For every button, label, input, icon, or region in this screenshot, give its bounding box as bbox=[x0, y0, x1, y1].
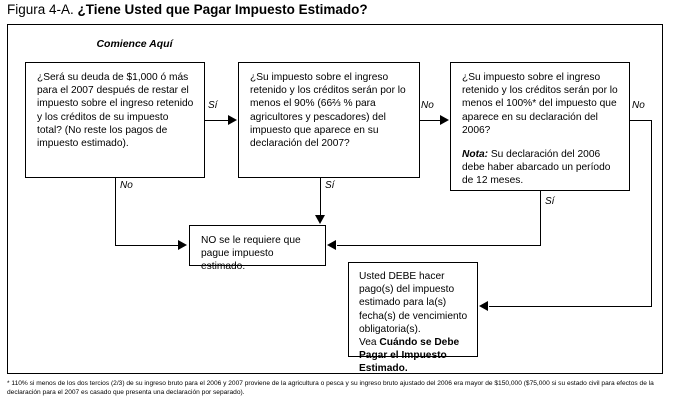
edge-label-box1-no: No bbox=[120, 180, 133, 191]
arrowhead-box3-no bbox=[479, 301, 488, 311]
outcome-box-must-pay: Usted DEBE hacer pago(s) del impuesto es… bbox=[348, 262, 478, 374]
connector-box1-no-horizontal bbox=[115, 245, 179, 246]
connector-box2-yes-vertical bbox=[320, 178, 321, 216]
connector-box3-yes-horizontal bbox=[337, 245, 541, 246]
connector-box3-no-horizontal-bottom bbox=[489, 306, 652, 307]
see-prefix: Vea bbox=[359, 337, 380, 349]
decision-box-1-text: ¿Será su deuda de $1,000 ó más para el 2… bbox=[37, 72, 194, 150]
figure-title: Figura 4-A. ¿Tiene Usted que Pagar Impue… bbox=[7, 2, 647, 18]
figure-number: Figura 4-A. bbox=[7, 2, 74, 17]
outcome-must-pay-text: Usted DEBE hacer pago(s) del impuesto es… bbox=[359, 271, 468, 335]
edge-label-box3-no: No bbox=[632, 100, 645, 111]
arrowhead-box3-yes bbox=[327, 240, 336, 250]
connector-box1-to-box2 bbox=[205, 120, 229, 121]
edge-label-box1-yes: Sí bbox=[208, 100, 218, 111]
note-text: Su declaración del 2006 debe haber abarc… bbox=[462, 149, 611, 187]
outcome-must-pay-reference: Vea Cuándo se Debe Pagar el Impuesto Est… bbox=[359, 336, 471, 376]
connector-box3-yes-vertical bbox=[540, 191, 541, 245]
note-label: Nota: bbox=[462, 149, 489, 161]
edge-label-box2-no: No bbox=[421, 100, 434, 111]
figure-question: ¿Tiene Usted que Pagar Impuesto Estimado… bbox=[77, 2, 368, 17]
arrowhead-box2-yes bbox=[315, 215, 325, 224]
decision-box-2-text: ¿Su impuesto sobre el ingreso retenido y… bbox=[250, 72, 406, 150]
flowchart-frame bbox=[7, 24, 663, 374]
footnote: * 110% si menos de los dos tercios (2/3)… bbox=[7, 380, 654, 396]
connector-box3-no-horizontal-top bbox=[630, 120, 652, 121]
decision-box-3: ¿Su impuesto sobre el ingreso retenido y… bbox=[450, 62, 630, 191]
outcome-no-payment-text: NO se le requiere que pague impuesto est… bbox=[201, 235, 301, 273]
arrowhead-box1-no bbox=[178, 240, 187, 250]
decision-box-3-note: Nota: Su declaración del 2006 debe haber… bbox=[462, 148, 620, 188]
connector-box3-no-vertical bbox=[651, 120, 652, 307]
connector-box1-no-vertical bbox=[115, 178, 116, 246]
start-here-label: Comience Aquí bbox=[96, 38, 173, 50]
decision-box-1: ¿Será su deuda de $1,000 ó más para el 2… bbox=[25, 62, 205, 178]
decision-box-3-text: ¿Su impuesto sobre el ingreso retenido y… bbox=[462, 72, 618, 136]
see-reference-bold: Cuándo se Debe Pagar el Impuesto Estimad… bbox=[359, 337, 460, 375]
decision-box-2: ¿Su impuesto sobre el ingreso retenido y… bbox=[238, 62, 420, 178]
edge-label-box2-yes: Sí bbox=[325, 180, 335, 191]
arrowhead-box2-to-box3 bbox=[440, 115, 449, 125]
outcome-box-no-payment: NO se le requiere que pague impuesto est… bbox=[189, 225, 326, 272]
connector-box2-to-box3 bbox=[420, 120, 442, 121]
arrowhead-box1-to-box2 bbox=[228, 115, 237, 125]
edge-label-box3-yes: Sí bbox=[545, 196, 555, 207]
